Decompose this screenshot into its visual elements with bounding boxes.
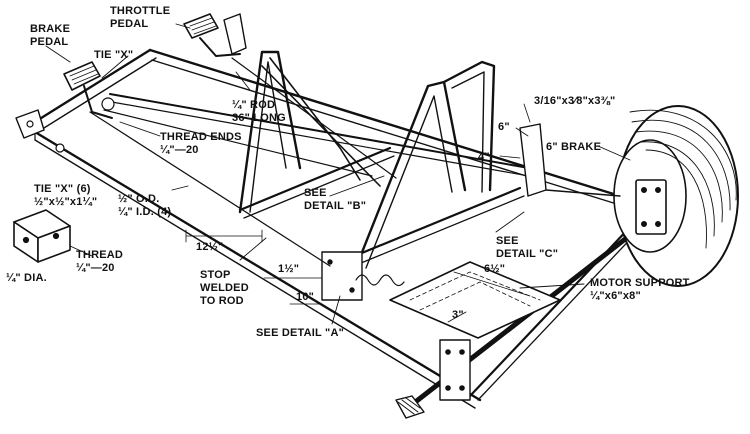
label-see-detail-c-1: SEE — [496, 235, 519, 247]
label-thread-ends-1: THREAD ENDS — [160, 131, 242, 143]
dimension-lines — [185, 103, 531, 323]
label-thread-2: ¼"—20 — [76, 262, 115, 274]
label-thread-1: THREAD — [76, 249, 123, 261]
label-tube-id: ¼" I.D. (4) — [118, 206, 171, 218]
label-tie-x6-1: TIE "X" (6) — [34, 183, 91, 195]
label-brake-6: 6" BRAKE — [546, 141, 601, 153]
brake-bracket — [519, 123, 621, 197]
inner-rail — [109, 93, 541, 179]
label-stop-1: STOP — [200, 269, 231, 281]
seat-back-frame — [238, 50, 496, 272]
control-rods — [89, 57, 397, 267]
label-dim-3: 3" — [452, 309, 464, 321]
label-dim-6half: 6½" — [484, 263, 505, 275]
label-see-detail-a: SEE DETAIL "A" — [256, 327, 344, 339]
label-see-detail-b-2: DETAIL "B" — [304, 200, 366, 212]
throttle-pedal — [183, 13, 247, 57]
label-tie-x: TIE "X" — [94, 49, 133, 61]
rear-wheel — [613, 105, 739, 287]
front-bracket — [15, 109, 65, 153]
label-throttle-pedal-1: THROTTLE — [110, 5, 170, 17]
label-dim-12half: 12½" — [196, 241, 223, 253]
label-angle-dim: 3/16"x3⁄8"x3⅜" — [534, 95, 615, 107]
label-see-detail-b-1: SEE — [304, 187, 327, 199]
motor-support-plate — [389, 261, 561, 401]
label-motor-support-2: ¼"x6"x8" — [590, 290, 641, 302]
label-rod-2: 36" LONG — [232, 112, 286, 124]
right-side-rail — [148, 48, 622, 206]
label-see-detail-c-2: DETAIL "C" — [496, 248, 558, 260]
label-tie-x6-2: ½"x½"x1¼" — [34, 196, 97, 208]
label-dia: ¼" DIA. — [6, 272, 47, 284]
label-stop-2: WELDED — [200, 282, 249, 294]
front-cross-rail — [36, 48, 157, 129]
label-stop-3: TO ROD — [200, 295, 244, 307]
label-brake-pedal-2: PEDAL — [30, 36, 68, 48]
label-tube-od: ½" O.D. — [118, 193, 159, 205]
label-thread-ends-2: ¼"—20 — [160, 144, 199, 156]
label-dim-4: 4" — [478, 151, 490, 163]
labels: BRAKE PEDAL THROTTLE PEDAL TIE "X" ¼" RO… — [6, 5, 690, 339]
label-throttle-pedal-2: PEDAL — [110, 18, 148, 30]
label-motor-support-1: MOTOR SUPPORT — [590, 277, 690, 289]
tie-x-part — [13, 209, 71, 263]
label-dim-6: 6" — [498, 121, 510, 133]
label-dim-10: 10" — [296, 291, 314, 303]
label-dim-1half: 1½" — [278, 263, 299, 275]
label-brake-pedal-1: BRAKE — [30, 23, 70, 35]
leader-lines — [45, 23, 631, 325]
brake-pedal — [63, 61, 115, 119]
detail-a-bracket — [321, 251, 405, 301]
label-rod-1: ¼" ROD — [232, 99, 275, 111]
